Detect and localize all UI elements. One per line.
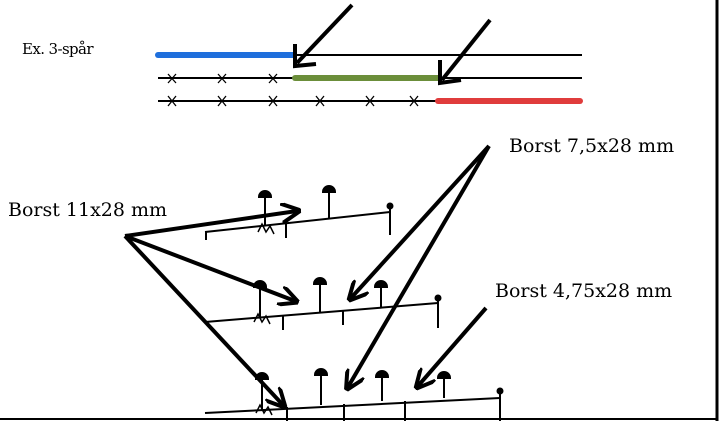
pointer-arrows-11 (123, 211, 297, 405)
track-2-crosses (167, 73, 278, 84)
arrow-4-75-to-brush-3 (418, 306, 488, 386)
brush-7-5-label: Borst 7,5x28 mm (509, 135, 675, 157)
pointer-arrows-4-75 (418, 306, 488, 386)
arrow-7-5-to-brush-3 (348, 144, 491, 387)
arrow-11-to-brush-1 (124, 211, 297, 238)
track-pointer-arrows (293, 3, 492, 86)
brush-assembly-2 (204, 277, 442, 330)
arrow-to-track-2-end (440, 18, 492, 82)
brush-11-label: Borst 11x28 mm (8, 199, 168, 221)
brush-4-75-label: Borst 4,75x28 mm (495, 280, 673, 302)
track-3-crosses (167, 95, 419, 107)
pointer-arrows-7-5 (348, 144, 491, 387)
example-title: Ex. 3-spår (22, 40, 94, 58)
arrow-7-5-to-brush-2 (351, 144, 491, 298)
arrow-to-track-1-end (295, 3, 354, 65)
arrow-11-to-brush-2 (124, 234, 295, 301)
brush-assembly-1 (204, 185, 394, 240)
arrow-11-to-brush-3 (123, 234, 283, 405)
track-schematic (155, 52, 583, 107)
